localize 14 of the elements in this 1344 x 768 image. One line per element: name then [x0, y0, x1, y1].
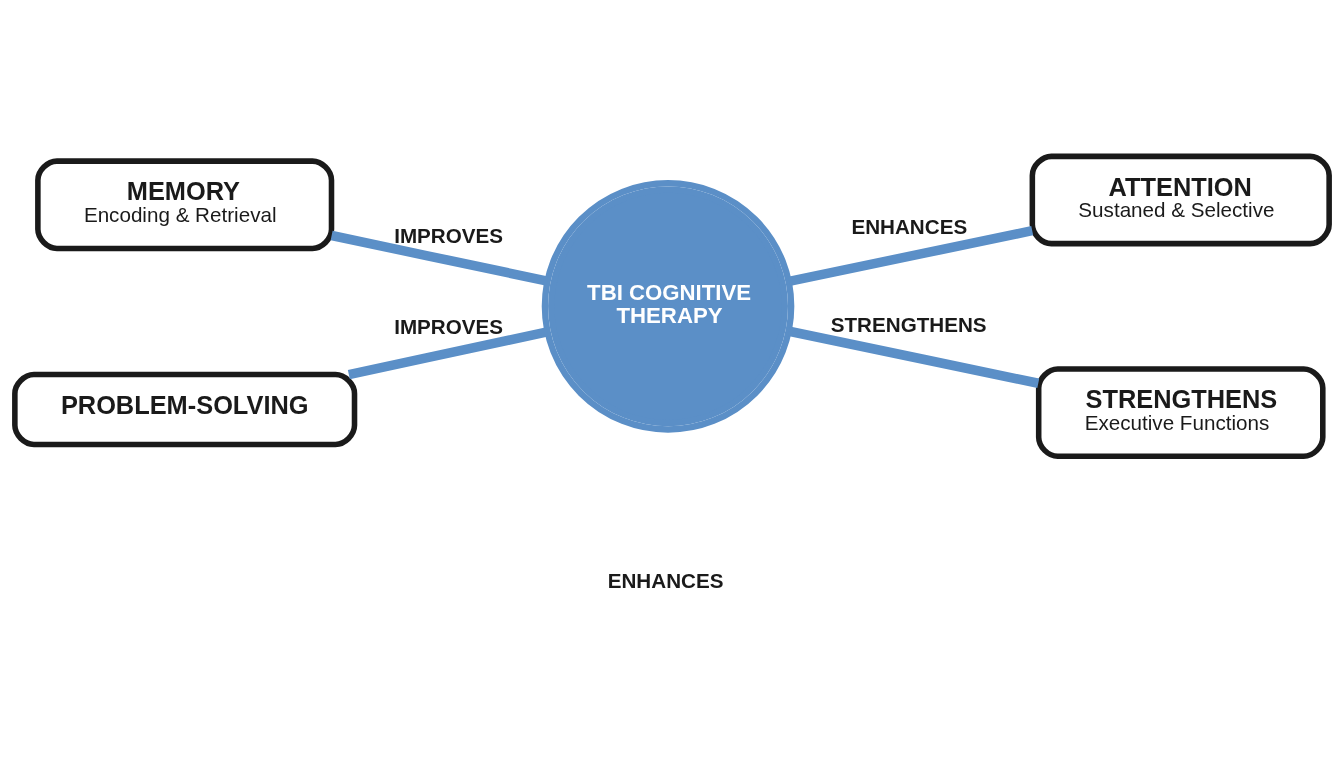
connector — [788, 326, 1040, 388]
connector — [330, 230, 549, 286]
node-circle: TBI COGNITIVE THERAPY — [541, 179, 795, 433]
edge-label: STRENGTHENS — [830, 312, 987, 336]
edge-label: IMPROVES — [394, 223, 504, 247]
label: ENHANCES — [607, 568, 724, 592]
node-box: STRENGTHENS Executive Functions — [1035, 365, 1326, 459]
node-box: ATTENTION Sustaned & Selective — [1029, 153, 1332, 246]
connector — [347, 326, 549, 379]
node-box: PROBLEM-SOLVING — [12, 371, 358, 447]
edge-label: ENHANCES — [851, 214, 968, 238]
connector — [788, 225, 1034, 286]
edge-label: IMPROVES — [394, 314, 504, 338]
node-box: MEMORY Encoding & Retrieval — [35, 157, 335, 251]
